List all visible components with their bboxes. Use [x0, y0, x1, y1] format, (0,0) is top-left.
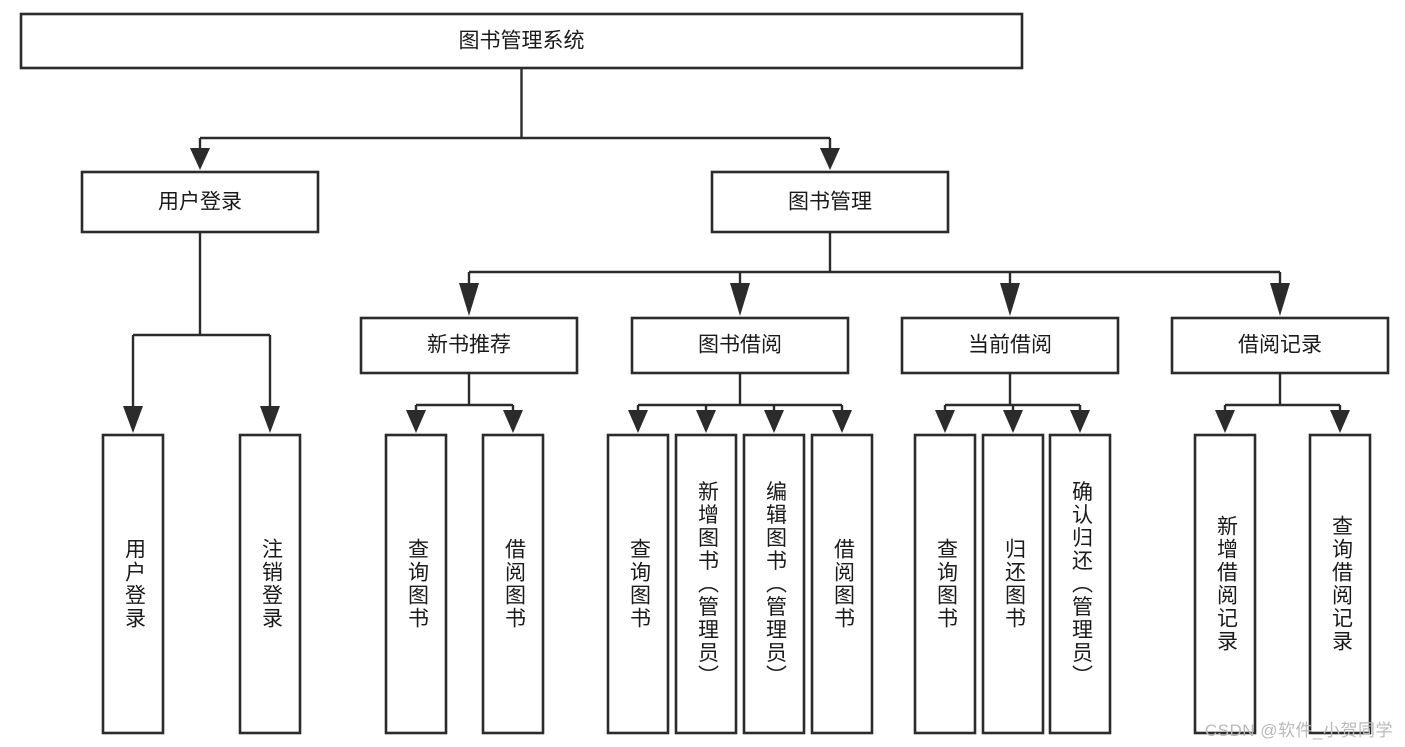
- leaf-confirm-return-label: 确认归还（管理员）: [1069, 481, 1093, 688]
- arrowhead-br-2: [1330, 410, 1350, 433]
- leaf-borrow-book-rec-label: 借阅图书: [502, 538, 526, 630]
- leaf-query-book-cur-label: 查询图书: [934, 538, 958, 630]
- arrowhead-bm-to-newbook: [459, 283, 479, 316]
- node-book-manage[interactable]: 图书管理: [710, 170, 950, 234]
- arrowhead-cb-2: [1003, 410, 1023, 433]
- arrowhead-cb-3: [1070, 410, 1090, 433]
- arrowhead-newbook-left: [406, 410, 426, 433]
- leaf-query-book-rec-box[interactable]: [384, 433, 448, 735]
- leaf-return-book-label: 归还图书: [1002, 538, 1026, 630]
- node-new-book-rec-label: 新书推荐: [427, 334, 511, 357]
- node-user-login-label: 用户登录: [158, 191, 242, 214]
- arrowhead-bb-2: [696, 410, 716, 433]
- arrowhead-bb-3: [764, 410, 784, 433]
- node-current-borrow-box[interactable]: [900, 316, 1120, 375]
- leaf-query-book-borrow-box[interactable]: [606, 433, 670, 735]
- leaf-user-logout[interactable]: 注销登录: [238, 433, 302, 735]
- node-root-box[interactable]: [19, 12, 1024, 70]
- leaf-query-book-rec-label: 查询图书: [405, 538, 429, 630]
- leaf-add-book[interactable]: 新增图书（管理员）: [674, 433, 738, 735]
- arrowhead-root-to-user-login: [190, 148, 210, 170]
- leaf-borrow-book-rec-box[interactable]: [481, 433, 545, 735]
- leaf-edit-book[interactable]: 编辑图书（管理员）: [742, 433, 806, 735]
- node-borrow-record-label: 借阅记录: [1238, 334, 1322, 357]
- arrowhead-bb-4: [832, 410, 852, 433]
- leaf-add-borrow-record[interactable]: 新增借阅记录: [1193, 433, 1257, 735]
- connector-layer: [123, 68, 1350, 433]
- leaf-confirm-return-box[interactable]: [1048, 433, 1112, 735]
- leaf-add-borrow-record-label: 新增借阅记录: [1214, 515, 1238, 653]
- arrowhead-br-1: [1215, 410, 1235, 433]
- leaf-query-book-borrow[interactable]: 查询图书: [606, 433, 670, 735]
- leaf-query-borrow-record-box[interactable]: [1308, 433, 1372, 735]
- node-borrow-record[interactable]: 借阅记录: [1170, 316, 1390, 375]
- leaf-edit-book-box[interactable]: [742, 433, 806, 735]
- leaf-return-book[interactable]: 归还图书: [981, 433, 1045, 735]
- node-book-borrow-box[interactable]: [630, 316, 850, 375]
- leaf-query-book-rec[interactable]: 查询图书: [384, 433, 448, 735]
- arrowhead-userlogin-right: [260, 406, 280, 433]
- node-current-borrow-label: 当前借阅: [968, 334, 1052, 357]
- leaf-user-logout-box[interactable]: [238, 433, 302, 735]
- arrowhead-cb-1: [935, 410, 955, 433]
- arrowhead-root-to-book-manage: [820, 148, 840, 170]
- leaf-edit-book-label: 编辑图书（管理员）: [763, 481, 787, 688]
- leaf-user-login-box[interactable]: [101, 433, 165, 735]
- leaf-query-book-borrow-label: 查询图书: [627, 538, 651, 630]
- arrowhead-userlogin-left: [123, 406, 143, 433]
- leaf-user-login-label: 用户登录: [122, 538, 146, 630]
- leaf-query-book-cur[interactable]: 查询图书: [913, 433, 977, 735]
- node-root[interactable]: 图书管理系统: [19, 12, 1024, 70]
- node-new-book-rec-box[interactable]: [359, 316, 579, 375]
- arrowhead-bm-to-bookborrow: [730, 283, 750, 316]
- node-new-book-rec[interactable]: 新书推荐: [359, 316, 579, 375]
- node-book-manage-label: 图书管理: [788, 191, 872, 214]
- leaf-return-book-box[interactable]: [981, 433, 1045, 735]
- node-root-label: 图书管理系统: [459, 30, 585, 53]
- leaf-add-book-box[interactable]: [674, 433, 738, 735]
- node-borrow-record-box[interactable]: [1170, 316, 1390, 375]
- leaf-query-book-cur-box[interactable]: [913, 433, 977, 735]
- arrowhead-bm-to-currentborrow: [1000, 283, 1020, 316]
- leaf-borrow-book-rec[interactable]: 借阅图书: [481, 433, 545, 735]
- node-book-borrow-label: 图书借阅: [698, 334, 782, 357]
- arrowhead-bm-to-borrowrecord: [1270, 283, 1290, 316]
- leaf-borrow-book-box[interactable]: [810, 433, 874, 735]
- leaf-add-book-label: 新增图书（管理员）: [695, 481, 719, 688]
- leaf-query-borrow-record-label: 查询借阅记录: [1329, 515, 1353, 653]
- leaf-confirm-return[interactable]: 确认归还（管理员）: [1048, 433, 1112, 735]
- arrowhead-newbook-right: [503, 410, 523, 433]
- leaf-query-borrow-record[interactable]: 查询借阅记录: [1308, 433, 1372, 735]
- leaf-borrow-book[interactable]: 借阅图书: [810, 433, 874, 735]
- leaf-user-logout-label: 注销登录: [259, 538, 283, 630]
- node-user-login[interactable]: 用户登录: [80, 170, 320, 234]
- node-user-login-box[interactable]: [80, 170, 320, 234]
- arrowhead-bb-1: [628, 410, 648, 433]
- leaf-add-borrow-record-box[interactable]: [1193, 433, 1257, 735]
- node-current-borrow[interactable]: 当前借阅: [900, 316, 1120, 375]
- node-book-borrow[interactable]: 图书借阅: [630, 316, 850, 375]
- leaf-borrow-book-label: 借阅图书: [831, 538, 855, 630]
- node-book-manage-box[interactable]: [710, 170, 950, 234]
- leaf-user-login[interactable]: 用户登录: [101, 433, 165, 735]
